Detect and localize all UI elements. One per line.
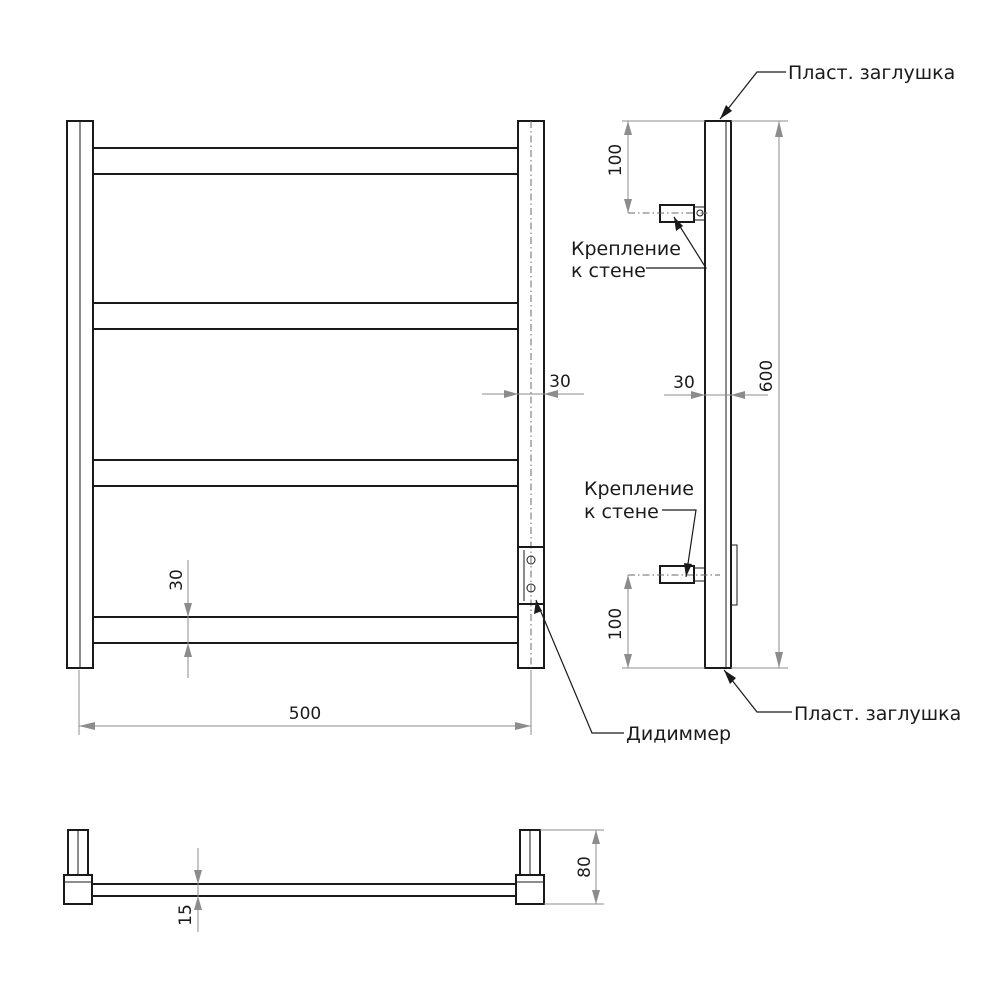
dimmer-knob-lower [526,583,536,593]
dimmer-label: Дидиммер [626,723,731,745]
dim-15-label: 15 [176,904,196,926]
bar-2 [92,302,519,330]
plug-top-label: Пласт. заглушка [788,62,955,84]
dim-100-top-label: 100 [606,144,626,176]
plug-top-leader: Пласт. заглушка [719,62,955,120]
mount-top-label-line2: к стене [571,260,646,282]
dim-overall-width: 500 [78,670,532,735]
dim-100-bottom-label: 100 [606,608,626,640]
bar-1 [92,147,519,175]
dim-tube-width-front: 30 [482,372,584,398]
top-left-block [63,874,93,905]
dim-overall-height: 600 [731,120,788,669]
dimmer-box [517,546,545,605]
dim-30-side-label: 30 [673,373,695,393]
dim-600-label: 600 [757,360,777,392]
mount-bottom-label-line1: Крепление [584,478,694,500]
top-bar [91,883,517,897]
dim-500-label: 500 [289,704,321,724]
mount-top-leader: Крепление к стене [571,216,708,282]
dim-bar-thickness: 15 [176,848,202,932]
bar-4 [92,616,519,644]
dimmer-side-profile [730,544,738,606]
plug-bottom-label: Пласт. заглушка [794,703,961,725]
dim-bar-height: 30 [167,560,192,678]
dim-tube-width-side: 30 [664,373,768,399]
dim-bottom-mount-offset: 100 [606,575,705,669]
mount-bottom-label-line2: к стене [584,501,659,523]
front-view: 500 30 30 Дидиммер [66,120,731,745]
plug-bottom-leader: Пласт. заглушка [723,669,961,725]
mount-bottom-leader: Крепление к стене [584,478,697,578]
dimmer-leader: Дидиммер [534,599,731,745]
side-view: Пласт. заглушка Пласт. заглушка Креплени… [571,62,961,725]
mount-top-label-line1: Крепление [571,238,681,260]
top-right-block [515,874,545,905]
dim-depth: 80 [540,829,604,905]
top-view: 15 80 [63,829,604,932]
dim-top-mount-offset: 100 [606,120,705,213]
bar-3 [92,459,519,487]
dimmer-knob-upper [526,555,536,565]
dim-80-label: 80 [575,856,595,878]
dim-30-front-label: 30 [549,372,571,392]
dim-30-bar-label: 30 [167,569,187,591]
